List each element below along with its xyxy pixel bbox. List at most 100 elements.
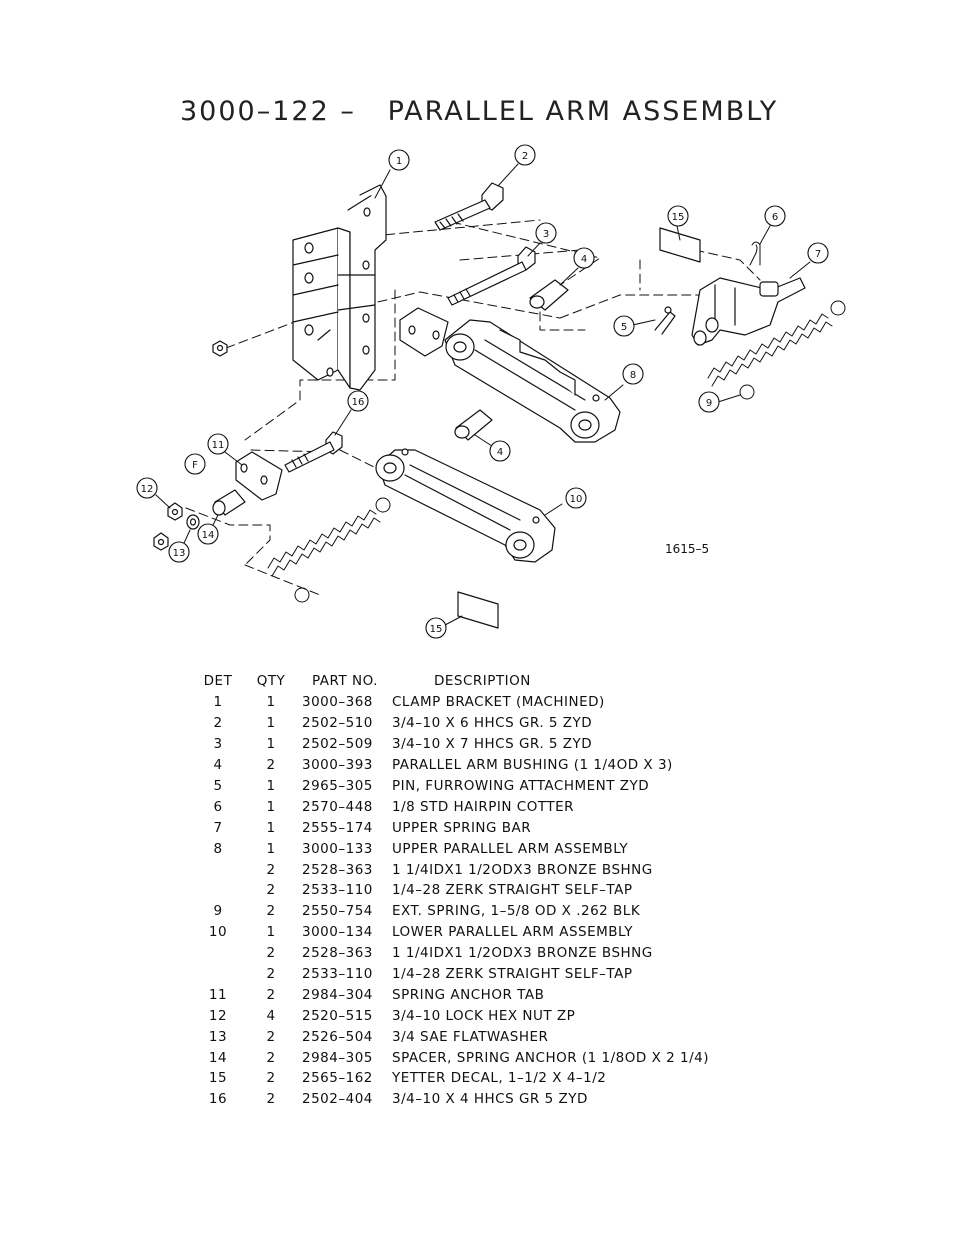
cell-det: 14 bbox=[208, 1049, 228, 1066]
cell-part-no: 3000–393 bbox=[302, 757, 373, 774]
cell-qty: 2 bbox=[266, 882, 276, 899]
header-part-no: PART NO. bbox=[312, 673, 378, 689]
cell-part-no: 2502–510 bbox=[302, 715, 373, 732]
cell-part-no: 2502–404 bbox=[302, 1091, 373, 1108]
cell-qty: 1 bbox=[266, 778, 276, 794]
cell-part-no: 2533–110 bbox=[302, 882, 373, 899]
cell-det: 13 bbox=[208, 1028, 228, 1045]
bolt-part-2 bbox=[434, 182, 504, 231]
cell-qty: 4 bbox=[266, 1007, 276, 1024]
cell-qty: 2 bbox=[266, 966, 276, 983]
cell-description: 1/4–28 ZERK STRAIGHT SELF–TAP bbox=[392, 966, 633, 983]
callout-5: 5 bbox=[621, 322, 627, 333]
callout-14: 14 bbox=[202, 530, 215, 541]
hairpin-cotter-part bbox=[749, 241, 761, 266]
callout-9: 9 bbox=[706, 398, 712, 409]
callout-6: 6 bbox=[772, 212, 778, 223]
upper-anchor-plate bbox=[399, 307, 449, 357]
cell-description: PARALLEL ARM BUSHING (1 1/4OD X 3) bbox=[392, 757, 673, 774]
cell-qty: 1 bbox=[266, 840, 276, 857]
cell-description: SPACER, SPRING ANCHOR (1 1/8OD X 2 1/4) bbox=[392, 1049, 709, 1066]
cell-det: 12 bbox=[208, 1007, 228, 1024]
cell-det: 6 bbox=[213, 798, 223, 815]
parts-list-body: 1 1 3000–368 CLAMP BRACKET (MACHINED) 2 1 2502… bbox=[196, 692, 774, 1110]
callout-4-upper: 4 bbox=[581, 254, 587, 265]
cell-qty: 2 bbox=[266, 757, 276, 774]
callout-1: 1 bbox=[396, 156, 402, 167]
callout-10: 10 bbox=[570, 494, 583, 505]
table-row: 16 2 2502–404 3/4–10 X 4 HHCS GR 5 ZYD bbox=[196, 1089, 774, 1110]
cell-det: 3 bbox=[213, 736, 223, 753]
parts-list-table: DET QTY PART NO. DESCRIPTION 1 1 3000–368 C… bbox=[196, 670, 774, 1110]
cell-qty: 1 bbox=[266, 715, 276, 732]
table-row: 12 4 2520–515 3/4–10 LOCK HEX NUT ZP bbox=[196, 1005, 774, 1026]
cell-qty: 1 bbox=[266, 819, 276, 836]
cell-qty: 1 bbox=[266, 924, 276, 941]
bolt-part-16 bbox=[284, 431, 343, 473]
spacer-part-14 bbox=[212, 489, 246, 516]
cell-det: 7 bbox=[213, 819, 223, 836]
cell-qty: 2 bbox=[266, 1091, 276, 1108]
header-qty: QTY bbox=[256, 673, 286, 689]
callout-13: 13 bbox=[173, 548, 186, 559]
cell-qty: 2 bbox=[266, 945, 276, 962]
callout-12: 12 bbox=[141, 484, 154, 495]
bolt-part-3 bbox=[447, 246, 536, 306]
page-title: 3000–122 – PARALLEL ARM ASSEMBLY bbox=[180, 96, 779, 127]
callout-3: 3 bbox=[543, 229, 549, 240]
cell-det bbox=[196, 943, 240, 964]
cell-part-no: 2533–110 bbox=[302, 966, 373, 983]
hex-nut bbox=[212, 340, 228, 357]
callout-11: 11 bbox=[212, 440, 225, 451]
cell-det: 2 bbox=[213, 715, 223, 732]
cell-description: 1 1/4IDX1 1/2ODX3 BRONZE BSHNG bbox=[392, 861, 653, 878]
cell-part-no: 2520–515 bbox=[302, 1007, 373, 1024]
callout-15-upper: 15 bbox=[672, 212, 685, 223]
cell-qty: 1 bbox=[266, 694, 276, 711]
cell-det: 8 bbox=[213, 840, 223, 857]
cell-description: YETTER DECAL, 1–1/2 X 4–1/2 bbox=[392, 1070, 607, 1087]
extension-spring-lower bbox=[267, 497, 391, 603]
cell-description: SPRING ANCHOR TAB bbox=[392, 986, 545, 1003]
cell-qty: 2 bbox=[266, 1049, 276, 1066]
callout-16: 16 bbox=[352, 397, 365, 408]
cell-det: 16 bbox=[208, 1091, 228, 1108]
upper-parallel-arm-part bbox=[444, 319, 621, 443]
cell-det: 5 bbox=[213, 778, 223, 794]
cell-description: 1/8 STD HAIRPIN COTTER bbox=[392, 798, 574, 815]
cell-description: CLAMP BRACKET (MACHINED) bbox=[392, 694, 605, 711]
cell-part-no: 2965–305 bbox=[302, 778, 373, 794]
callout-bubbles: 1 2 3 4 5 6 7 8 9 10 11 12 13 14 15 15 1… bbox=[136, 144, 829, 639]
cell-det: 15 bbox=[208, 1070, 228, 1087]
cell-description: 3/4–10 LOCK HEX NUT ZP bbox=[392, 1007, 576, 1024]
bushing-part-4-upper bbox=[529, 279, 569, 311]
cell-part-no: 2984–304 bbox=[302, 986, 373, 1003]
table-row: 5 1 2965–305 PIN, FURROWING ATTACHMENT ZYD bbox=[196, 776, 774, 797]
furrowing-pin-part bbox=[654, 306, 676, 335]
flatwasher-part-13 bbox=[186, 514, 200, 530]
cell-det: 9 bbox=[213, 903, 223, 920]
table-header-row: DET QTY PART NO. DESCRIPTION bbox=[196, 670, 774, 692]
lock-nut-part-12 bbox=[153, 502, 183, 551]
cell-det: 10 bbox=[208, 924, 228, 941]
table-row: 2 2533–110 1/4–28 ZERK STRAIGHT SELF–TAP bbox=[196, 964, 774, 985]
leader-lines bbox=[155, 163, 811, 626]
upper-spring-bar-part bbox=[691, 277, 806, 346]
cell-part-no: 2570–448 bbox=[302, 798, 373, 815]
cell-description: 3/4–10 X 4 HHCS GR 5 ZYD bbox=[392, 1091, 588, 1108]
header-det: DET bbox=[203, 673, 233, 689]
cell-description: PIN, FURROWING ATTACHMENT ZYD bbox=[392, 778, 650, 794]
cell-description: EXT. SPRING, 1–5/8 OD X .262 BLK bbox=[392, 903, 641, 920]
cell-description: 3/4–10 X 6 HHCS GR. 5 ZYD bbox=[392, 715, 593, 732]
cell-part-no: 3000–368 bbox=[302, 694, 373, 711]
